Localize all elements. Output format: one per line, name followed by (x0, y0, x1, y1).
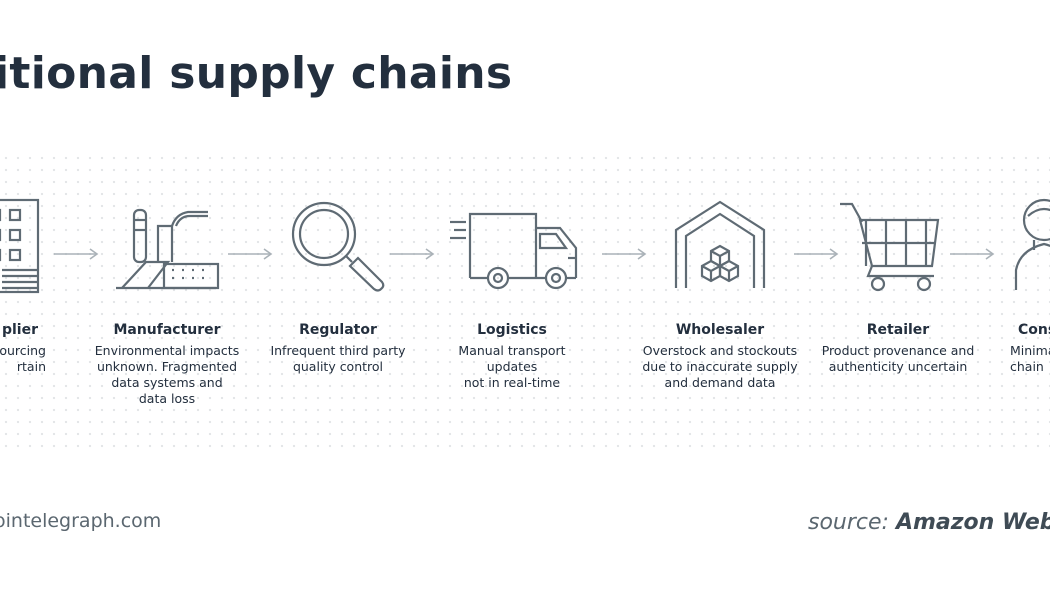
page-title: itional supply chains (0, 48, 513, 99)
source-prefix: source: (808, 510, 889, 535)
stage-consumer: Cons Minima chain (1004, 152, 1050, 412)
source-name: Amazon Web (895, 510, 1050, 535)
truck-icon (448, 196, 582, 296)
supply-chain-diagram: plier ourcing rtain Manufacturer Environ… (0, 152, 1050, 452)
stage-label: Manufacturer (113, 322, 221, 338)
consumer-icon (1012, 196, 1050, 296)
stage-logistics: Logistics Manual transport updates not i… (432, 152, 592, 412)
stage-regulator: Regulator Infrequent third party quality… (258, 152, 418, 412)
stage-supplier: plier ourcing rtain (0, 152, 80, 412)
magnifier-icon (288, 196, 388, 296)
stage-description: Manual transport updates not in real-tim… (458, 343, 566, 390)
stage-label: Logistics (477, 322, 547, 338)
stage-description: Product provenance and authenticity unce… (821, 343, 975, 374)
factory-icon (112, 196, 222, 296)
arrow-icon (54, 248, 99, 260)
arrow-icon (390, 248, 435, 260)
stage-label: Cons (1018, 322, 1050, 338)
stage-description: Minima chain (1010, 343, 1050, 374)
warehouse-icon (672, 196, 768, 296)
arrow-icon (794, 248, 839, 260)
stage-retailer: Retailer Product provenance and authenti… (818, 152, 978, 412)
arrow-icon (602, 248, 647, 260)
source-credit: source: Amazon Web (808, 510, 1050, 535)
stage-label: Regulator (299, 322, 377, 338)
stage-label: plier (1, 322, 38, 338)
stage-manufacturer: Manufacturer Environmental impacts unkno… (87, 152, 247, 412)
site-credit: ointelegraph.com (0, 510, 162, 532)
stage-description: ourcing rtain (0, 343, 46, 374)
stage-description: Environmental impacts unknown. Fragmente… (94, 343, 240, 406)
stage-description: Overstock and stockouts due to inaccurat… (642, 343, 798, 390)
arrow-icon (228, 248, 273, 260)
arrow-icon (950, 248, 995, 260)
building-icon (0, 196, 42, 296)
stage-label: Wholesaler (675, 322, 765, 338)
stage-label: Retailer (866, 322, 930, 338)
cart-icon (838, 196, 942, 296)
stage-wholesaler: Wholesaler Overstock and stockouts due t… (640, 152, 800, 412)
stage-description: Infrequent third party quality control (270, 343, 406, 374)
